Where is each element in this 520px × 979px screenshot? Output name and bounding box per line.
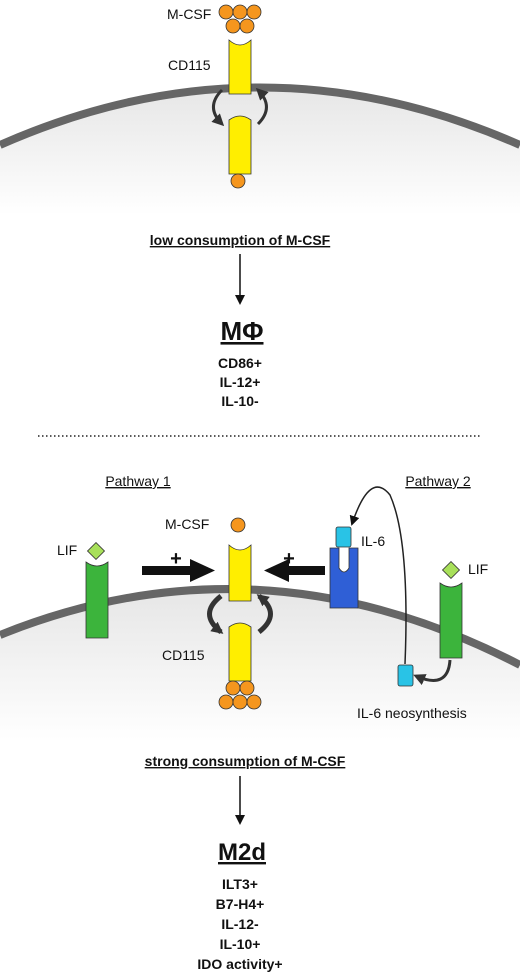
marker-il12-neg: IL-12- <box>221 916 259 932</box>
cd115-label-top: CD115 <box>168 57 211 73</box>
lif-ligand-left <box>86 541 106 561</box>
pathway1-label: Pathway 1 <box>105 473 171 489</box>
lif-label-right: LIF <box>468 561 488 577</box>
mcsf-internalized-top <box>230 173 246 189</box>
cd115-receptor-upper-bottom <box>228 544 252 602</box>
recycle-arrow-left-top <box>211 88 225 127</box>
il6-ligand-bound <box>335 526 352 548</box>
marker-ido: IDO activity+ <box>197 956 282 972</box>
bottom-panel: Pathway 1 Pathway 2 M-CSF CD115 LIF <box>0 473 520 972</box>
cell-membrane-top <box>0 87 520 215</box>
plus-sign-right: + <box>283 548 295 570</box>
il6-receptor <box>329 547 359 609</box>
marker-ilt3: ILT3+ <box>222 876 258 892</box>
pathway2-label: Pathway 2 <box>405 473 471 489</box>
membrane-line-top <box>0 83 520 149</box>
macrophage-markers: CD86+ IL-12+ IL-10- <box>218 355 262 409</box>
recycle-arrow-right-bottom <box>256 594 273 634</box>
top-panel: M-CSF CD115 low consumption of M-CSF MΦ … <box>0 4 520 409</box>
cd115-label-bottom: CD115 <box>162 647 205 663</box>
cd115-receptor-lower-bottom <box>228 622 252 682</box>
recycle-arrow-right-top <box>255 87 269 126</box>
cd115-receptor-lower-top <box>228 115 252 175</box>
lif-receptor-right <box>439 582 463 659</box>
cell-membrane-bottom <box>0 589 520 740</box>
arrow-pathway2 <box>264 559 325 582</box>
il6-neosynthesized <box>397 664 414 687</box>
macrophage-label: MΦ <box>221 316 264 346</box>
marker-il12: IL-12+ <box>220 374 261 390</box>
mcsf-label-bottom: M-CSF <box>165 516 209 532</box>
il6-neosynthesis-label: IL-6 neosynthesis <box>357 705 467 721</box>
recycle-arrow-left-bottom <box>207 594 224 634</box>
lif-receptor-left <box>85 561 109 639</box>
lif-label-left: LIF <box>57 542 77 558</box>
low-consumption-label: low consumption of M-CSF <box>150 232 331 248</box>
lif-ligand-right <box>441 560 461 580</box>
mcsf-cluster-internalized <box>218 680 262 710</box>
arrow-lif-to-il6 <box>413 659 452 686</box>
mcsf-label-top: M-CSF <box>167 6 211 22</box>
il6-label: IL-6 <box>361 533 385 549</box>
arrow-pathway1 <box>142 559 215 582</box>
mcsf-cluster-top <box>218 4 262 34</box>
marker-cd86: CD86+ <box>218 355 262 371</box>
mcsf-ligand-bottom <box>230 517 246 533</box>
m2d-label: M2d <box>218 839 266 866</box>
arrow-il6-secretion <box>349 486 407 665</box>
marker-b7h4: B7-H4+ <box>216 896 265 912</box>
cd115-receptor-upper-top <box>228 39 252 95</box>
marker-il10: IL-10- <box>221 393 259 409</box>
plus-sign-left: + <box>170 548 182 570</box>
strong-consumption-label: strong consumption of M-CSF <box>145 753 346 769</box>
marker-il10-pos: IL-10+ <box>220 936 261 952</box>
m2d-markers: ILT3+ B7-H4+ IL-12- IL-10+ IDO activity+ <box>197 876 282 972</box>
